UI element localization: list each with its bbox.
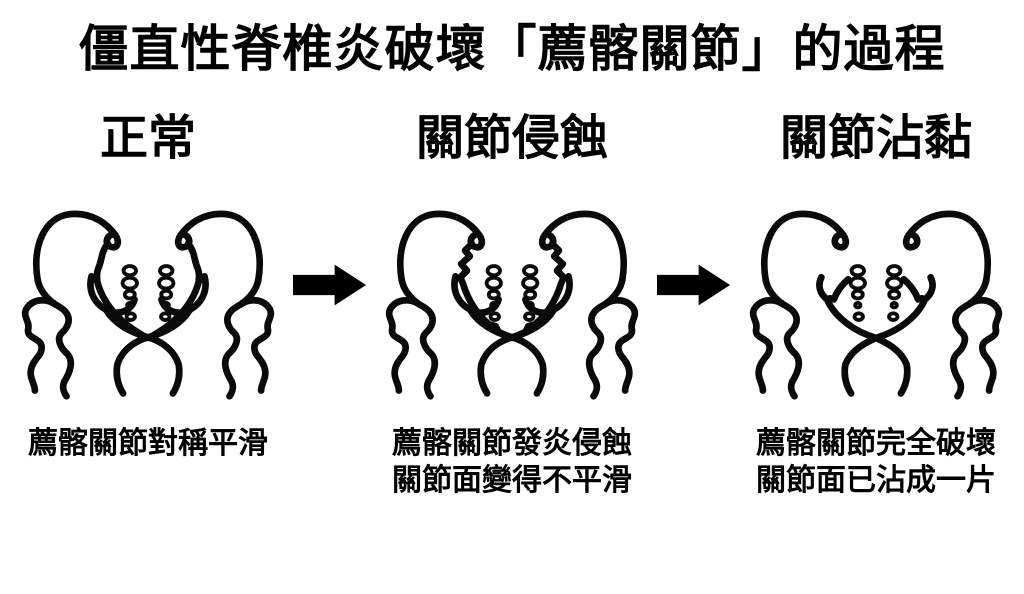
stage-heading: 關節沾黏 [779, 111, 972, 165]
stage-caption: 薦髂關節完全破壞 關節面已沾成一片 [756, 425, 996, 501]
right-arrow-icon [657, 264, 731, 305]
caption-line: 薦髂關節發炎侵蝕 [392, 426, 632, 460]
stage-heading: 正常 [99, 111, 196, 165]
stage-caption: 薦髂關節發炎侵蝕 關節面變得不平滑 [392, 425, 632, 501]
caption-line: 薦髂關節完全破壞 [756, 426, 996, 460]
right-arrow-icon [293, 264, 367, 305]
caption-line: 關節面變得不平滑 [392, 464, 632, 498]
infographic-page: { "colors": { "background": "#ffffff", "… [0, 18, 1024, 594]
caption-line: 關節面已沾成一片 [756, 464, 996, 498]
page-title: 僵直性脊椎炎破壞「薦髂關節」的過程 [78, 21, 946, 77]
stage-normal: 正常 薦髂關節對稱平滑 [4, 111, 292, 463]
caption-line: 薦髂關節對稱平滑 [28, 426, 268, 460]
pelvis-fused-illustration [737, 192, 1015, 403]
stage-eroded: 關節侵蝕 薦髂關節發炎侵蝕 關節面變得不平滑 [368, 111, 656, 501]
stage-caption: 薦髂關節對稱平滑 [28, 425, 268, 463]
pelvis-normal-illustration [9, 192, 287, 403]
pelvis-eroded-illustration [373, 192, 651, 403]
stages-row: 正常 薦髂關節對稱平滑 關節侵蝕 薦髂關節發炎侵蝕 關節面變得不平滑 [0, 111, 1024, 501]
arrow-eroded-to-fused [656, 263, 732, 307]
stage-heading: 關節侵蝕 [415, 111, 608, 165]
stage-fused: 關節沾黏 薦髂關節完全破壞 關節面已沾成一片 [732, 111, 1020, 501]
arrow-normal-to-eroded [292, 263, 368, 307]
